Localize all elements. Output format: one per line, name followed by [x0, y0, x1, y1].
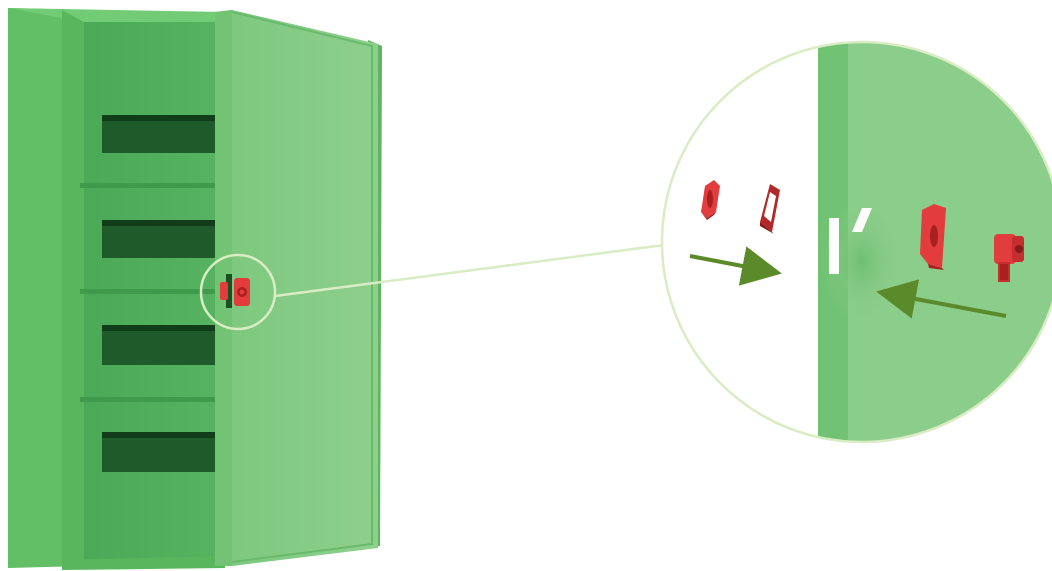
gasket-icon — [920, 204, 946, 270]
cam-lock-icon — [234, 278, 250, 306]
cabinet-divider — [80, 289, 220, 294]
cam-lock-icon — [994, 234, 1024, 282]
din-rail — [102, 220, 220, 258]
din-rail — [102, 115, 220, 153]
insert-arrow-right — [876, 279, 1007, 319]
door-lock — [220, 274, 250, 308]
hex-nut-icon — [220, 282, 228, 300]
cabinet-interior — [80, 22, 220, 567]
door-panel-outline — [231, 11, 373, 563]
cabinet-frame-edge — [62, 10, 84, 568]
cabinet — [8, 8, 225, 570]
callout-circle-small — [199, 253, 277, 331]
cabinet-divider — [80, 183, 220, 188]
din-rail — [102, 325, 220, 365]
door-face — [215, 10, 378, 566]
callout-circle-large — [660, 40, 1052, 444]
cabinet-divider — [80, 397, 220, 402]
din-rail — [102, 432, 220, 472]
hex-nut-icon — [701, 180, 720, 220]
square-washer-icon — [760, 184, 780, 234]
callout-connector — [274, 243, 665, 298]
cabinet-frame-bottom — [62, 556, 225, 570]
mounting-hole-icon — [829, 218, 839, 274]
door-opening-icon — [852, 208, 872, 232]
insert-arrow-left — [689, 246, 782, 286]
mounting-hole-icon — [226, 274, 232, 308]
zoom-callout — [662, 42, 1052, 442]
